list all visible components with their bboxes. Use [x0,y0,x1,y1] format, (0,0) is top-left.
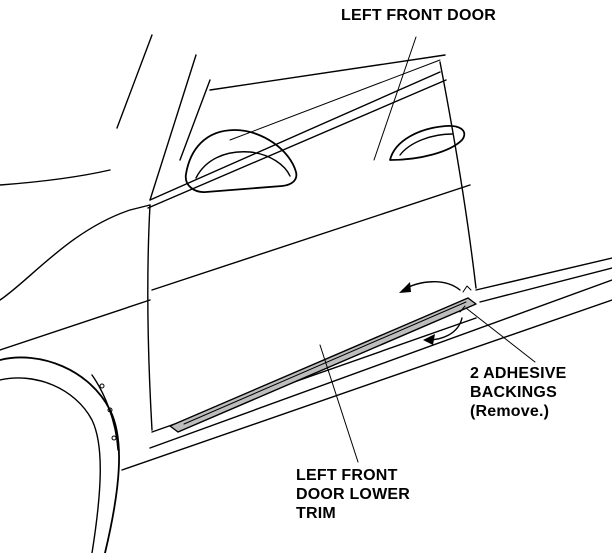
label-left-front-door: LEFT FRONT DOOR [341,6,496,25]
leader-lines [319,36,536,463]
door-lower-trim [169,297,477,433]
door-handle [389,125,466,161]
rotation-arrows [399,281,463,345]
side-mirror [184,129,298,193]
label-door-lower-trim-line-3: TRIM [296,505,336,522]
label-door-lower-trim: LEFT FRONT DOOR LOWER TRIM [296,466,410,523]
label-door-lower-trim-line-1: LEFT FRONT [296,467,398,484]
car-body-outline [0,34,612,471]
front-wheel [0,356,120,553]
label-adhesive-backings: 2 ADHESIVE BACKINGS (Remove.) [470,364,567,421]
label-adhesive-backings-line-2: BACKINGS [470,384,557,401]
label-adhesive-backings-line-3: (Remove.) [470,403,550,420]
label-left-front-door-text: LEFT FRONT DOOR [341,7,496,24]
adhesive-backings [459,285,472,313]
label-adhesive-backings-line-1: 2 ADHESIVE [470,365,567,382]
label-door-lower-trim-line-2: DOOR LOWER [296,486,410,503]
